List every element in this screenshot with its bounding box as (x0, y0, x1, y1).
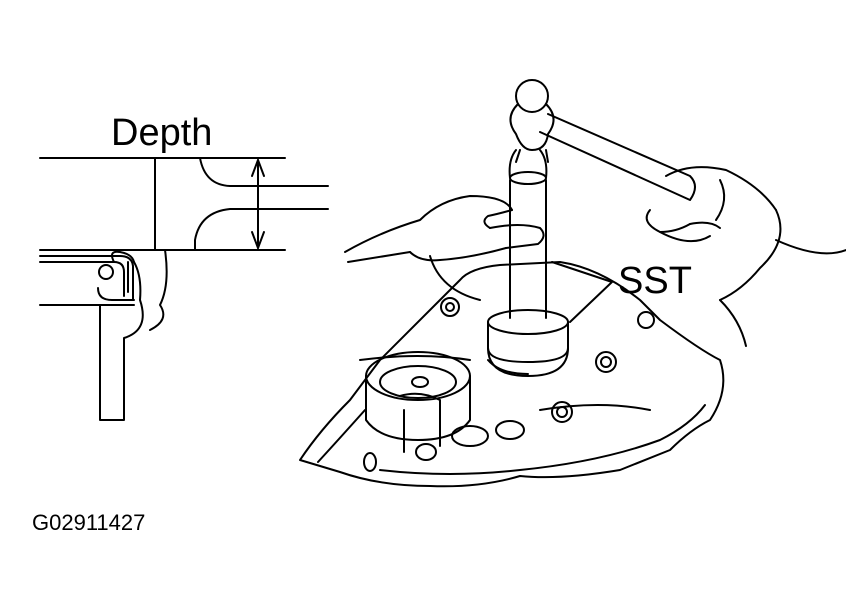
right-hand (645, 166, 846, 347)
seal-installation-scene (299, 79, 846, 488)
sst-label: SST (618, 260, 692, 302)
housing-bore-contour (194, 208, 329, 251)
hammer (509, 79, 696, 201)
oil-seal-section (39, 250, 135, 306)
seal-depth-detail (39, 157, 329, 421)
hammer-handle (539, 113, 696, 201)
bearing-housing (365, 351, 471, 453)
casing-wall (99, 261, 144, 421)
sst-tool (487, 149, 569, 377)
housing-outline (39, 157, 156, 251)
case-flange (317, 404, 706, 475)
casing-step (149, 249, 168, 331)
sst-leader-lines (551, 261, 613, 323)
case-rib (359, 355, 651, 411)
figure-id-label: G02911427 (32, 510, 146, 535)
bolt-holes (363, 297, 655, 472)
housing-inner-contour (154, 157, 329, 187)
case-outline (299, 261, 725, 488)
left-hand (344, 195, 545, 301)
depth-dimension-arrow (251, 159, 265, 249)
depth-label: Depth (111, 112, 213, 154)
